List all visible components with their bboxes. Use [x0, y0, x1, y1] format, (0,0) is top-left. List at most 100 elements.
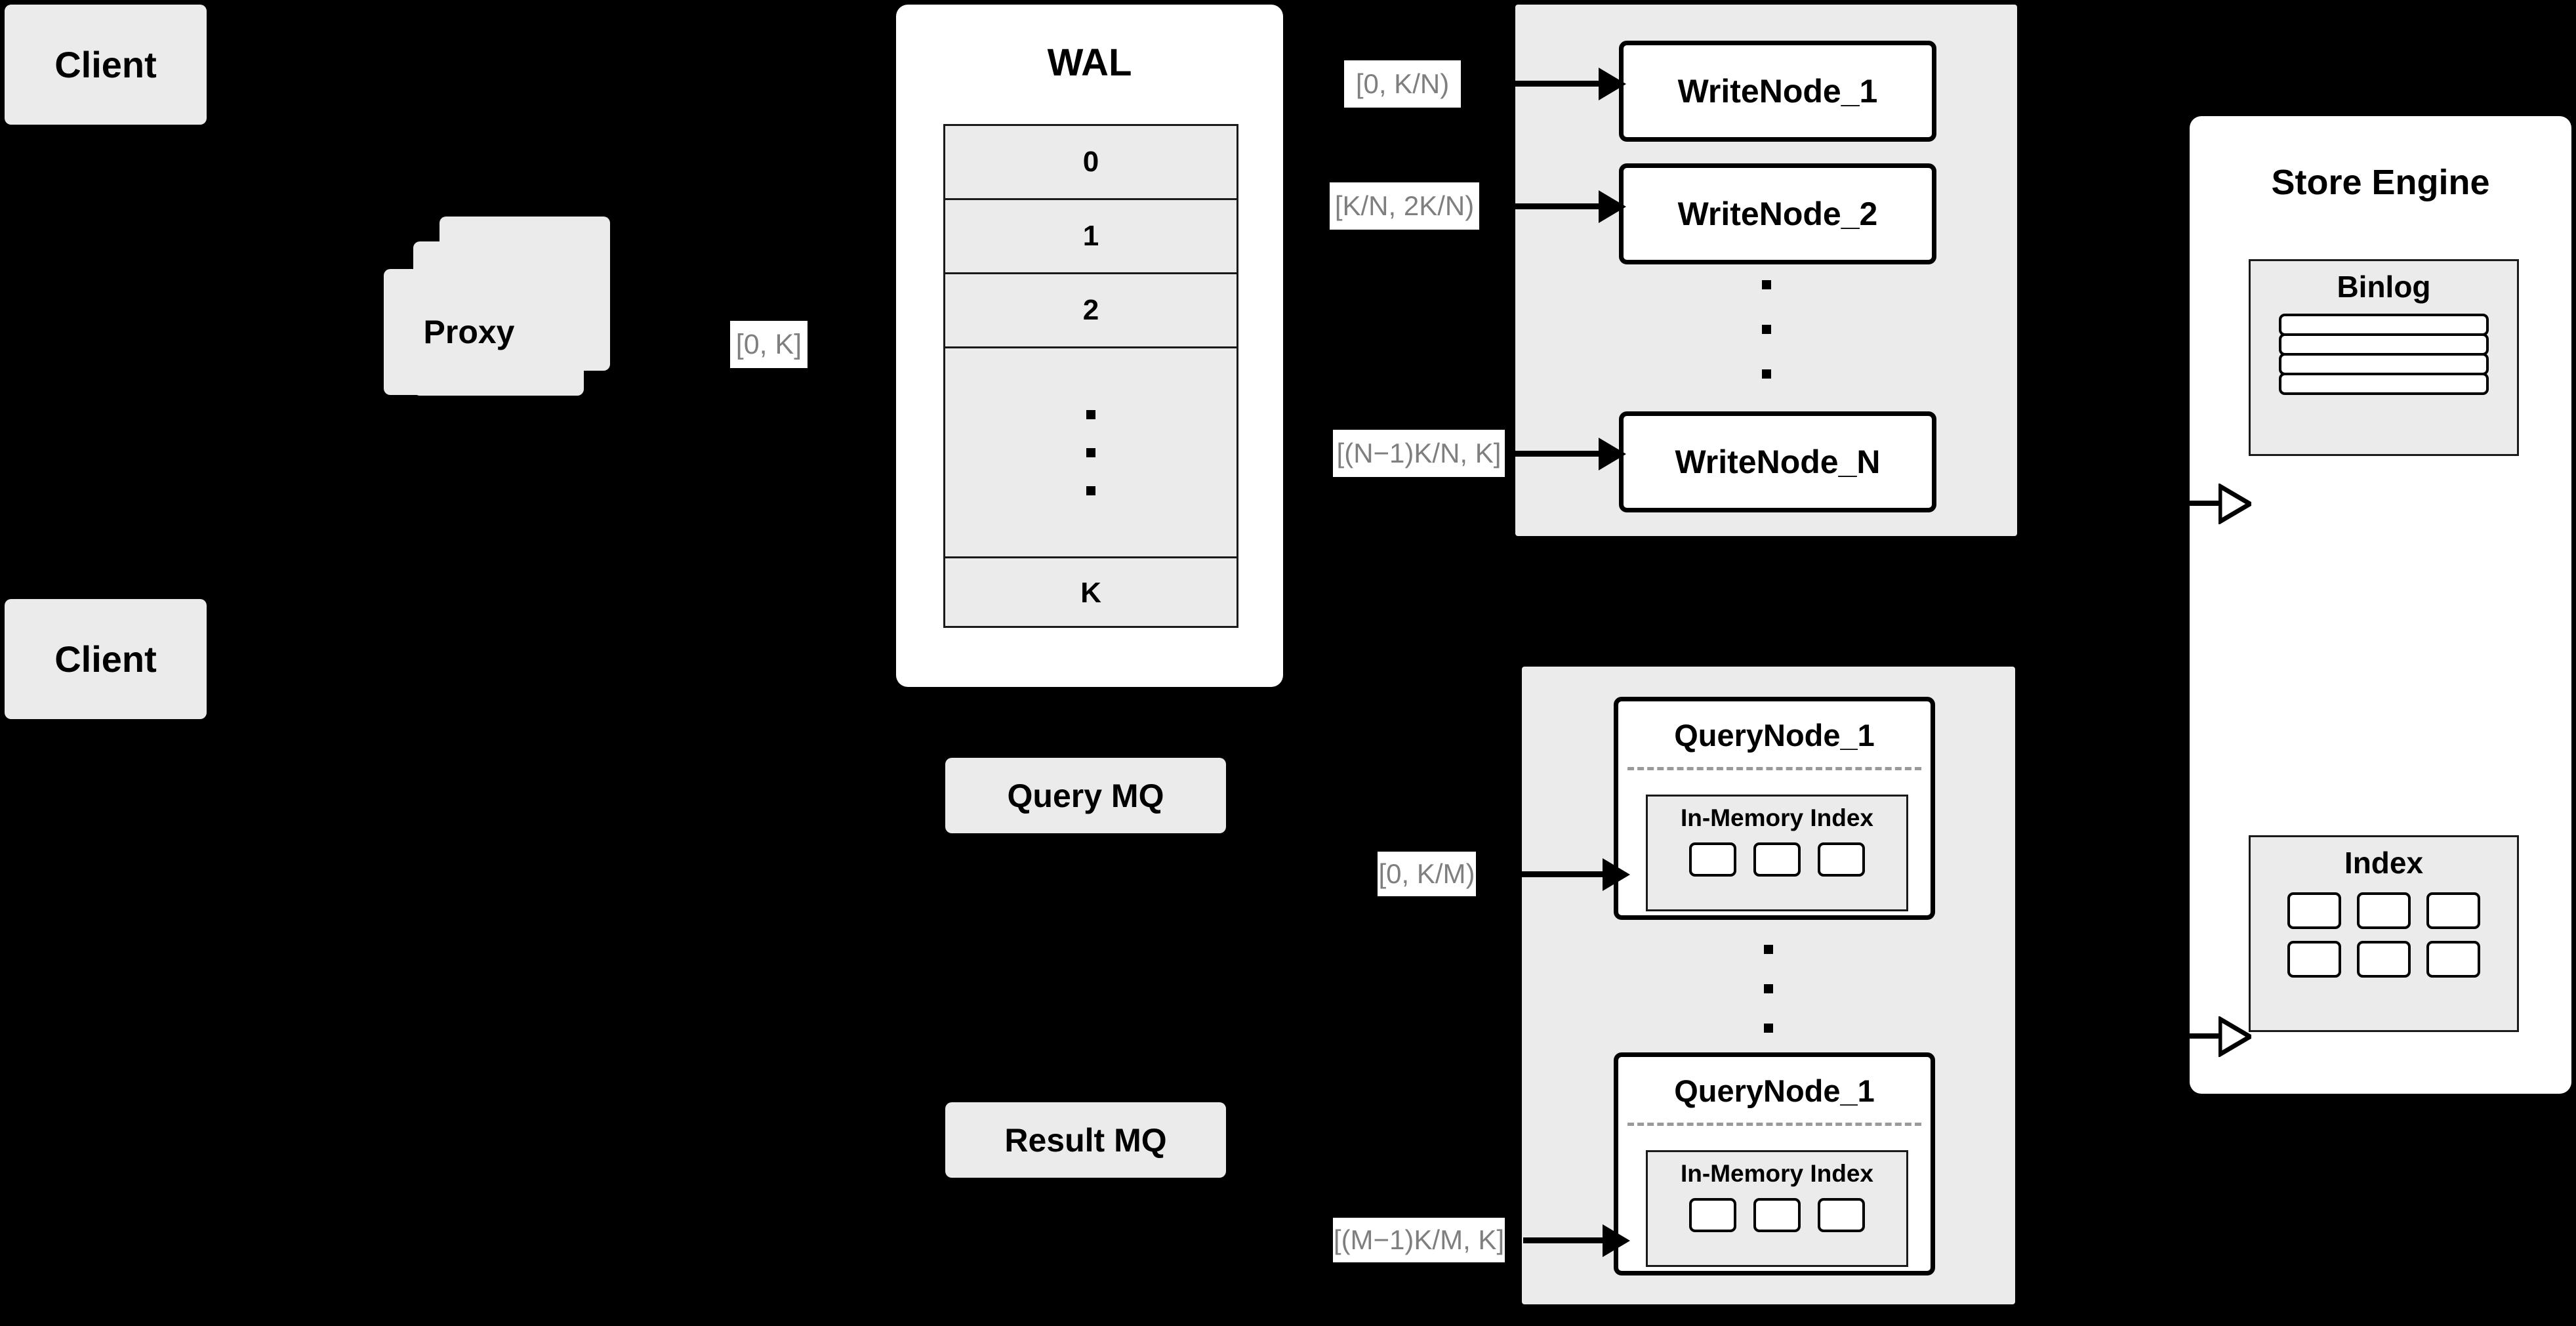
wal-row-0-label: 0	[1082, 146, 1099, 178]
edge-label-write-node-n-text: [(N−1)K/N, K]	[1336, 438, 1502, 468]
query-node-2-inmemory-index-panel: In-Memory Index	[1646, 1150, 1908, 1267]
ellipsis-dot	[1761, 325, 1771, 334]
wal-row-1-label: 1	[1082, 220, 1099, 252]
binlog-row[interactable]	[2279, 314, 2489, 336]
index-panel: Index	[2249, 835, 2519, 1032]
edge-arrowhead-index-inflow	[2218, 1016, 2251, 1057]
edge-line-index-inflow	[2190, 1033, 2221, 1039]
query-group-ellipsis-dots	[1522, 945, 2015, 1033]
wal-ellipsis-dots	[1086, 409, 1095, 495]
wal-row-k: K	[945, 558, 1237, 627]
binlog-row[interactable]	[2279, 333, 2489, 356]
edge-arrowhead-query-node-1	[1603, 858, 1630, 891]
wal-row-k-label: K	[1080, 576, 1101, 609]
binlog-title-text: Binlog	[2337, 270, 2431, 304]
query-node-2-separator	[1627, 1123, 1921, 1126]
client-label-1: Client	[54, 44, 157, 85]
proxy-stack[interactable]: Proxy	[380, 217, 643, 433]
ellipsis-dot	[1764, 984, 1773, 993]
wal-title-text: WAL	[1047, 41, 1132, 84]
binlog-row[interactable]	[2279, 373, 2489, 395]
query-node-1-inmemory-index-title: In-Memory Index	[1648, 804, 1906, 832]
ellipsis-dot	[1761, 369, 1771, 379]
edge-arrowhead-query-node-2	[1603, 1224, 1630, 1257]
index-slot[interactable]	[2426, 892, 2480, 929]
index-title-text: Index	[2344, 846, 2424, 880]
index-slot[interactable]	[1818, 842, 1865, 877]
result-mq-box[interactable]: Result MQ	[945, 1102, 1226, 1178]
index-slot[interactable]	[1753, 1198, 1801, 1232]
index-title: Index	[2251, 845, 2517, 881]
store-engine-title: Store Engine	[2190, 162, 2571, 203]
store-engine-card: Store Engine Binlog Index	[2190, 116, 2571, 1094]
query-node-1-inmemory-index-panel: In-Memory Index	[1646, 795, 1908, 911]
index-slot[interactable]	[2287, 941, 2341, 978]
edge-label-query-node-2-text: [(M−1)K/M, K]	[1333, 1224, 1505, 1255]
edge-arrowhead-binlog-inflow	[2218, 484, 2251, 524]
store-engine-title-text: Store Engine	[2271, 163, 2490, 202]
write-node-1-label: WriteNode_1	[1677, 73, 1878, 110]
ellipsis-dot	[1086, 409, 1095, 419]
wal-card: WAL 0 1 2 K	[896, 5, 1283, 687]
binlog-row[interactable]	[2279, 353, 2489, 375]
wal-row-2-label: 2	[1082, 294, 1099, 326]
edge-arrowhead-write-node-1	[1599, 68, 1626, 100]
index-slot[interactable]	[1818, 1198, 1865, 1232]
edge-label-write-node-2-text: [K/N, 2K/N)	[1334, 190, 1475, 221]
ellipsis-dot	[1086, 447, 1095, 457]
edge-line-write-node-n	[1506, 451, 1606, 457]
wal-table: 0 1 2 K	[943, 124, 1238, 628]
edge-label-query-node-1: [0, K/M)	[1378, 852, 1476, 896]
edge-arrowhead-write-node-n	[1599, 438, 1626, 470]
index-slot[interactable]	[1689, 842, 1736, 877]
edge-label-query-node-2: [(M−1)K/M, K]	[1333, 1218, 1505, 1262]
query-node-1-separator	[1627, 767, 1921, 770]
index-slot[interactable]	[2357, 892, 2411, 929]
write-node-n[interactable]: WriteNode_N	[1619, 411, 1936, 512]
edge-line-binlog-inflow	[2190, 501, 2221, 506]
index-slot[interactable]	[2287, 892, 2341, 929]
query-node-1-inmemory-index-title-text: In-Memory Index	[1681, 804, 1873, 831]
edge-label-write-node-2: [K/N, 2K/N)	[1330, 182, 1479, 230]
query-node-2-inmemory-index-title-text: In-Memory Index	[1681, 1160, 1873, 1187]
query-node-1-title-text: QueryNode_1	[1674, 718, 1875, 753]
edge-line-query-node-2	[1523, 1237, 1608, 1243]
edge-line-query-node-1	[1484, 871, 1608, 877]
ellipsis-dot	[1764, 1024, 1773, 1033]
index-slot[interactable]	[1753, 842, 1801, 877]
edge-label-query-node-1-text: [0, K/M)	[1378, 858, 1475, 889]
write-group-ellipsis-dots	[1515, 280, 2017, 379]
wal-row-2: 2	[945, 274, 1237, 348]
binlog-panel: Binlog	[2249, 259, 2519, 456]
edge-label-write-node-1: [0, K/N)	[1344, 60, 1461, 108]
edge-line-write-node-1	[1481, 81, 1606, 87]
proxy-card-front[interactable]: Proxy	[384, 269, 554, 395]
wal-row-0: 0	[945, 126, 1237, 200]
query-mq-label: Query MQ	[1007, 777, 1164, 814]
edge-label-write-node-n: [(N−1)K/N, K]	[1333, 430, 1505, 477]
query-node-1[interactable]: QueryNode_1 In-Memory Index	[1614, 697, 1935, 920]
edge-line-write-node-2	[1481, 203, 1606, 209]
proxy-label: Proxy	[423, 314, 515, 350]
ellipsis-dot	[1761, 280, 1771, 289]
edge-label-proxy-range-text: [0, K]	[735, 328, 802, 360]
index-slot[interactable]	[2357, 941, 2411, 978]
edge-label-write-node-1-text: [0, K/N)	[1355, 68, 1450, 99]
query-mq-box[interactable]: Query MQ	[945, 758, 1226, 833]
query-node-group: QueryNode_1 In-Memory Index	[1522, 667, 2015, 1304]
client-box-2[interactable]: Client	[5, 599, 207, 719]
client-box-1[interactable]: Client	[5, 5, 207, 125]
write-node-1[interactable]: WriteNode_1	[1619, 41, 1936, 142]
query-node-2-inmemory-index-title: In-Memory Index	[1648, 1160, 1906, 1188]
wal-row-ellipsis	[945, 348, 1237, 558]
edge-label-proxy-range: [0, K]	[730, 321, 808, 368]
wal-title: WAL	[896, 41, 1283, 85]
index-slot[interactable]	[2426, 941, 2480, 978]
query-node-1-title: QueryNode_1	[1618, 717, 1931, 753]
query-node-2-title-text: QueryNode_1	[1674, 1073, 1875, 1108]
query-node-2[interactable]: QueryNode_1 In-Memory Index	[1614, 1052, 1935, 1275]
query-node-2-title: QueryNode_1	[1618, 1073, 1931, 1109]
write-node-2[interactable]: WriteNode_2	[1619, 163, 1936, 264]
index-slot[interactable]	[1689, 1198, 1736, 1232]
